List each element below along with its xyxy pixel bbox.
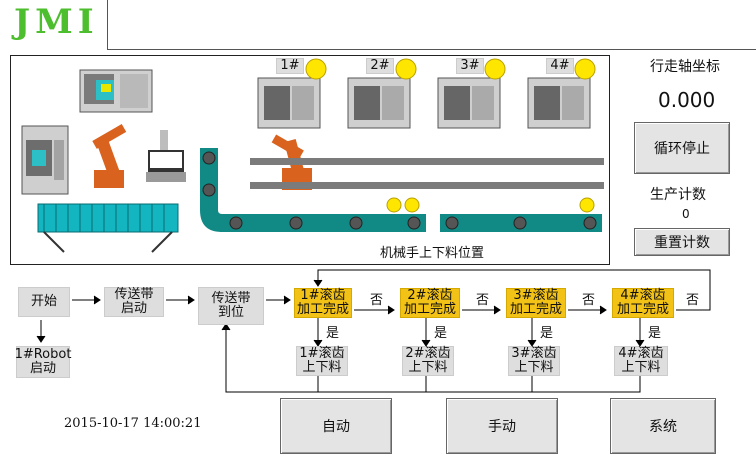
flow-conveyor-arrive-line2: 到位 [217, 305, 244, 320]
cnc-machine-left-illustration [21, 125, 69, 195]
flow-conveyor-start: 传送带 启动 [104, 287, 164, 317]
storage-rack-illustration [37, 203, 179, 253]
flow-load-1-line2: 上下料 [302, 360, 342, 375]
flow-load-3-line2: 上下料 [514, 360, 554, 375]
machine-label-2: 2# [366, 58, 394, 74]
cycle-stop-button[interactable]: 循环停止 [634, 122, 730, 174]
flow-robot-start-line1: 1#Robot [14, 347, 72, 362]
flow-done-3-line1: 3#滚齿 [513, 288, 559, 303]
flow-conveyor-start-line1: 传送带 [114, 287, 154, 302]
flow-load-2-line1: 2#滚齿 [405, 346, 451, 361]
flow-done-1-line1: 1#滚齿 [300, 288, 346, 303]
manual-mode-button[interactable]: 手动 [446, 398, 558, 454]
flow-yes-3: 是 [540, 326, 554, 341]
machine-label-3: 3# [456, 58, 484, 74]
flow-no-4: 否 [686, 293, 700, 308]
conveyor-rollers [202, 151, 597, 230]
flow-load-2-line2: 上下料 [408, 360, 448, 375]
flow-done-2-line2: 加工完成 [403, 302, 456, 317]
flow-done-4-line2: 加工完成 [616, 302, 669, 317]
flow-done-3-line2: 加工完成 [509, 302, 562, 317]
flow-load-4-line1: 4#滚齿 [618, 346, 664, 361]
flow-load-3-line1: 3#滚齿 [511, 346, 557, 361]
flow-no-3: 否 [582, 293, 596, 308]
flow-load-4-line2: 上下料 [621, 360, 661, 375]
flow-yes-1: 是 [326, 326, 340, 341]
axis-value: 0.000 [658, 88, 716, 112]
datetime: 2015-10-17 14:00:21 [64, 416, 202, 431]
machine-label-4: 4# [546, 58, 574, 74]
lathe-machine-illustration [79, 69, 153, 113]
machine-label-1: 1# [276, 58, 304, 74]
control-station-illustration [146, 130, 186, 182]
flow-start: 开始 [18, 287, 70, 317]
flowchart-arrows [36, 269, 711, 393]
flow-load-2: 2#滚齿 上下料 [402, 346, 454, 376]
flow-load-1: 1#滚齿 上下料 [296, 346, 348, 376]
flow-done-1-line2: 加工完成 [296, 302, 349, 317]
flow-robot-start: 1#Robot 启动 [14, 346, 72, 378]
flow-done-4-line1: 4#滚齿 [620, 288, 666, 303]
machine-status-indicators [305, 58, 596, 80]
production-count-value: 0 [682, 207, 690, 221]
flow-done-3: 3#滚齿 加工完成 [506, 288, 566, 318]
flow-done-2: 2#滚齿 加工完成 [400, 288, 460, 318]
flow-conveyor-start-line2: 启动 [120, 301, 147, 316]
flow-no-2: 否 [476, 293, 490, 308]
flow-robot-start-line2: 启动 [29, 361, 56, 376]
flow-conveyor-arrive-line1: 传送带 [211, 291, 251, 306]
flow-no-1: 否 [370, 293, 384, 308]
header-frame [107, 0, 756, 50]
flow-yes-2: 是 [434, 326, 448, 341]
flow-yes-4: 是 [648, 326, 662, 341]
part-indicators [386, 197, 595, 213]
system-button[interactable]: 系统 [610, 398, 716, 454]
flow-load-4: 4#滚齿 上下料 [614, 346, 668, 376]
flow-done-1: 1#滚齿 加工完成 [294, 288, 352, 318]
flow-load-3: 3#滚齿 上下料 [508, 346, 560, 376]
flow-done-4: 4#滚齿 加工完成 [612, 288, 674, 318]
walking-axis-rails [250, 158, 604, 189]
logo: JMI [14, 2, 99, 42]
axis-title: 行走轴坐标 [650, 59, 720, 75]
flow-done-2-line1: 2#滚齿 [407, 288, 453, 303]
reset-count-button[interactable]: 重置计数 [634, 228, 730, 256]
flow-load-1-line1: 1#滚齿 [299, 346, 345, 361]
production-count-title: 生产计数 [650, 187, 706, 203]
cnc-machine-row [257, 77, 591, 129]
auto-mode-button[interactable]: 自动 [280, 398, 392, 454]
flow-conveyor-arrive: 传送带 到位 [198, 287, 264, 325]
loader-position-label: 机械手上下料位置 [380, 246, 485, 261]
